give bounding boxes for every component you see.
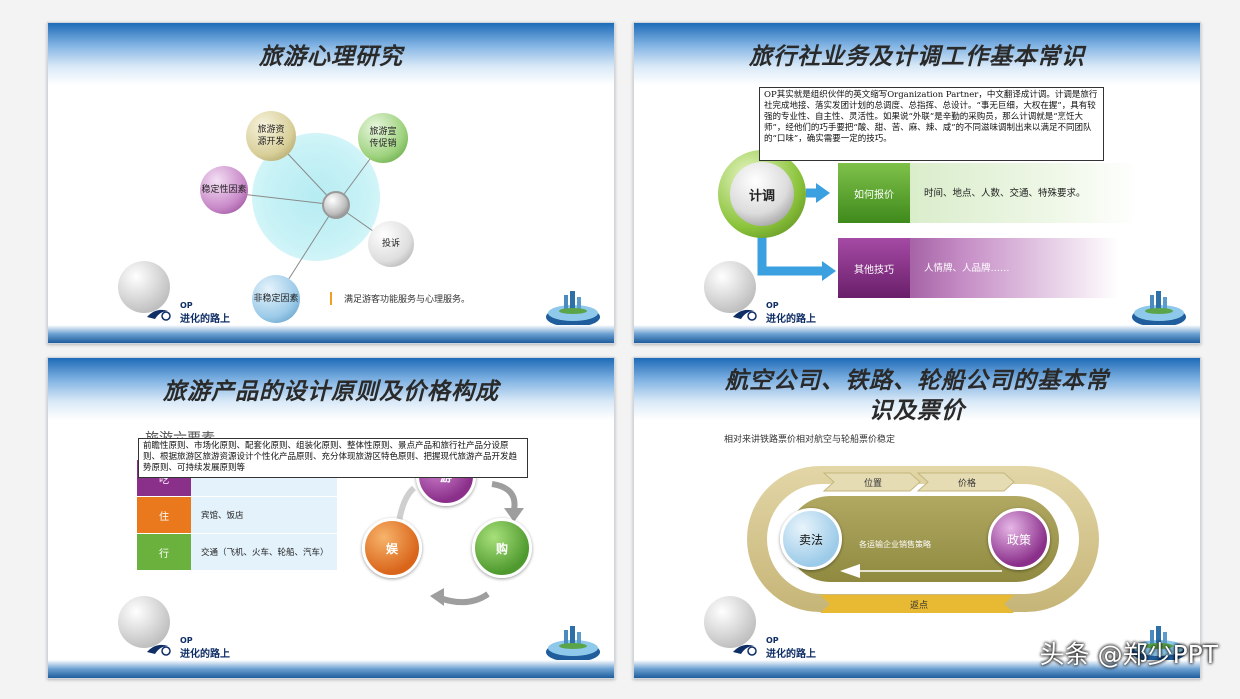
title-line-1: 航空公司、铁路、轮船公司的基本常: [725, 367, 1109, 394]
bubble-label: 旅游资源开发: [257, 125, 285, 147]
logo-op: OP: [766, 301, 779, 310]
cycle-node-entertain[interactable]: 娱: [362, 518, 422, 578]
island-globe-icon: [1132, 626, 1186, 662]
logo-op: OP: [180, 301, 193, 310]
slide-title: 旅游产品的设计原则及价格构成: [163, 378, 499, 405]
header-band: [634, 23, 1200, 85]
bubble-resource-dev[interactable]: 旅游资源开发: [246, 111, 296, 161]
hub-node: [322, 191, 350, 219]
footer-band: [634, 660, 1200, 678]
logo-text: 进化的路上: [766, 314, 816, 325]
decor-ball: [118, 596, 170, 648]
header-band: [48, 23, 614, 85]
bubble-stable[interactable]: 稳定性因素: [200, 166, 248, 214]
slide-transport[interactable]: 航空公司、铁路、轮船公司的基本常 识及票价 相对来讲铁路票价相对航空与轮船票价稳…: [633, 357, 1201, 679]
chevron-rebate: 返点: [909, 600, 928, 611]
row-value: 交通（飞机、火车、轮船、汽车）: [191, 534, 337, 570]
center-label: 各运输企业销售策略: [859, 540, 931, 549]
chevron-position: 位置: [863, 478, 882, 489]
island-globe-icon: [1132, 291, 1186, 327]
slide-title: 航空公司、铁路、轮船公司的基本常 识及票价: [634, 366, 1200, 426]
decor-ball: [704, 596, 756, 648]
description-box: 前瞻性原则、市场化原则、配套化原则、组装化原则、整体性原则、景点产品和旅行社产品…: [138, 438, 528, 478]
bubble-label: 稳定性因素: [201, 185, 247, 195]
chevron-shapes: [820, 472, 1015, 613]
bubble-label: 非稳定因素: [253, 294, 299, 304]
row-value: 时间、地点、人数、交通、特殊要求。: [924, 187, 1086, 199]
footer-band: [48, 325, 614, 343]
row-value: 宾馆、饭店: [191, 497, 337, 533]
bubble-unstable[interactable]: 非稳定因素: [252, 275, 300, 323]
description-box: OP其实就是组织伙伴的英文缩写Organization Partner，中文翻译…: [759, 87, 1104, 161]
island-globe-icon: [546, 626, 600, 662]
node-selling-method[interactable]: 卖法: [780, 508, 842, 570]
brand-logo: OP 进化的路上: [726, 636, 816, 660]
chevron-price: 价格: [957, 478, 976, 489]
row-key: 住: [137, 497, 191, 533]
table-row[interactable]: 行 交通（飞机、火车、轮船、汽车）: [137, 534, 337, 570]
row-key: 行: [137, 534, 191, 570]
row-label: 其他技巧: [838, 238, 910, 298]
slide-title: 旅游心理研究: [259, 43, 403, 70]
header-band: [48, 358, 614, 420]
logo-op: OP: [180, 636, 193, 645]
header-band: [634, 358, 1200, 420]
cycle-node-shop[interactable]: 购: [472, 518, 532, 578]
slide-travel-agency[interactable]: 旅行社业务及计调工作基本常识 如何报价 时间、地点、人数、交通、特殊要求。 其他…: [633, 22, 1201, 344]
swoosh-icon: [733, 644, 757, 656]
bubble-label: 旅游宣传促销: [369, 127, 397, 149]
brand-logo: OP 进化的路上: [726, 301, 816, 325]
footer-band: [634, 325, 1200, 343]
brand-logo: OP 进化的路上: [140, 301, 230, 325]
island-globe-icon: [546, 291, 600, 327]
logo-text: 进化的路上: [180, 649, 230, 660]
row-label: 如何报价: [838, 163, 910, 223]
bubble-label: 投诉: [381, 239, 400, 249]
footer-band: [48, 660, 614, 678]
row-other-skills[interactable]: 其他技巧 人情牌、人品牌……: [838, 238, 1118, 298]
swoosh-icon: [147, 644, 171, 656]
bubble-complaint[interactable]: 投诉: [368, 221, 414, 267]
center-node[interactable]: 计调: [730, 162, 794, 226]
logo-op: OP: [766, 636, 779, 645]
row-value: 人情牌、人品牌……: [924, 262, 1010, 274]
logo-text: 进化的路上: [766, 649, 816, 660]
node-policy[interactable]: 政策: [988, 508, 1050, 570]
logo-text: 进化的路上: [180, 314, 230, 325]
note-text: 满足游客功能服务与心理服务。: [330, 292, 470, 305]
slide-title: 旅行社业务及计调工作基本常识: [749, 43, 1085, 70]
swoosh-icon: [147, 309, 171, 321]
watermark-text: 头条 @郑少PPT: [1039, 640, 1218, 669]
swoosh-icon: [733, 309, 757, 321]
table-row[interactable]: 住 宾馆、饭店: [137, 497, 337, 533]
title-line-2: 识及票价: [869, 397, 965, 424]
decor-ball: [704, 261, 756, 313]
subtitle: 相对来讲铁路票价相对航空与轮船票价稳定: [724, 435, 896, 445]
slide-product-design[interactable]: 旅游产品的设计原则及价格构成 旅游六要素 吃 住 宾馆、饭店 行 交通（飞机、火…: [47, 357, 615, 679]
decor-ball: [118, 261, 170, 313]
bubble-promotion[interactable]: 旅游宣传促销: [358, 113, 408, 163]
brand-logo: OP 进化的路上: [140, 636, 230, 660]
row-quote[interactable]: 如何报价 时间、地点、人数、交通、特殊要求。: [838, 163, 1138, 223]
slide-psychology[interactable]: 旅游心理研究 旅游资源开发 旅游宣传促销 稳定性因素 投诉 非稳定因素 满足游客…: [47, 22, 615, 344]
